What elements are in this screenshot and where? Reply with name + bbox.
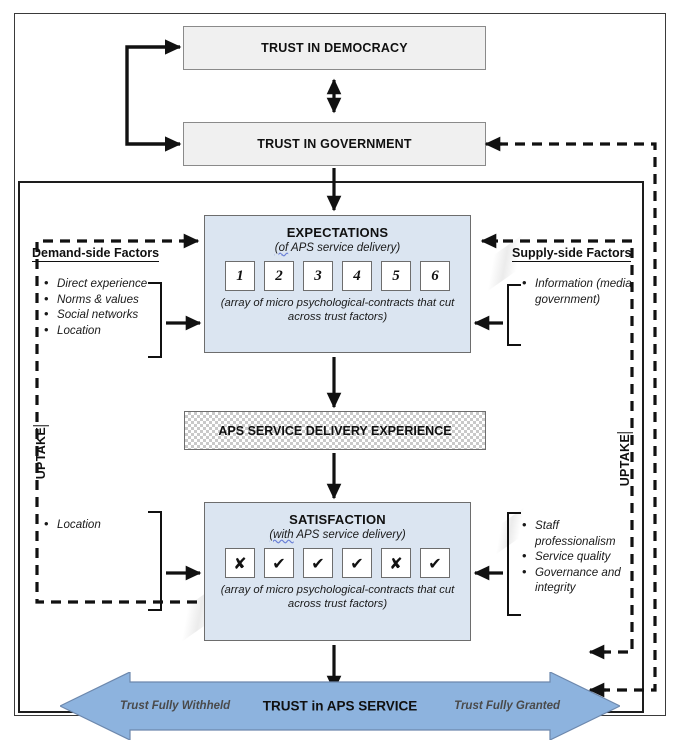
satisfaction-cell-check: ✔ — [264, 548, 294, 578]
demand-side-factors-heading: Demand-side Factors — [32, 246, 160, 262]
satisfaction-cell-row: ✘ ✔ ✔ ✔ ✘ ✔ — [205, 548, 470, 578]
trust-granted-label: Trust Fully Granted — [454, 700, 560, 712]
satisfaction-cell-cross: ✘ — [381, 548, 411, 578]
satisfaction-panel: SATISFACTION (with APS service delivery)… — [204, 502, 471, 641]
trust-in-government-label: TRUST IN GOVERNMENT — [257, 137, 412, 151]
list-item: Information (media, government) — [520, 275, 640, 307]
trust-in-aps-service-label: TRUST in APS SERVICE — [262, 698, 418, 714]
supply-side-factors-heading: Supply-side Factors — [512, 246, 632, 262]
trust-withheld-label: Trust Fully Withheld — [120, 700, 231, 712]
satisfaction-note-rest: of micro psychological-contracts that cu… — [250, 584, 455, 610]
satisfaction-note: (array of micro psychological-contracts … — [205, 583, 470, 611]
satisfaction-title: SATISFACTION — [289, 512, 386, 527]
demand-side-bracket — [148, 282, 162, 358]
expectations-note-lead: (array — [220, 297, 251, 309]
expectations-title: EXPECTATIONS — [286, 225, 389, 240]
satisfaction-subtitle-lead: (with — [269, 529, 294, 541]
satisfaction-note-lead: (array — [220, 584, 251, 596]
satisfaction-cell-check: ✔ — [342, 548, 372, 578]
list-item: Staff professionalism — [520, 517, 642, 549]
trust-in-aps-service-banner: Trust Fully Withheld TRUST in APS SERVIC… — [58, 671, 622, 741]
aps-service-delivery-experience-label: APS SERVICE DELIVERY EXPERIENCE — [218, 423, 452, 438]
expectations-subtitle-lead: (of — [274, 242, 289, 254]
satisfaction-cell-check: ✔ — [303, 548, 333, 578]
list-item: Location — [42, 516, 162, 533]
aps-service-delivery-experience-box: APS SERVICE DELIVERY EXPERIENCE — [184, 411, 486, 450]
expectations-note-rest: of micro psychological-contracts that cu… — [250, 297, 455, 323]
expectation-cell: 3 — [303, 261, 333, 291]
satisfaction-subtitle-rest: APS service delivery) — [293, 529, 406, 541]
expectations-panel: EXPECTATIONS (of APS service delivery) 1… — [204, 215, 471, 353]
satisfaction-subtitle: (with APS service delivery) — [205, 529, 470, 541]
uptake-label-right: UPTAKE — [617, 432, 633, 487]
expectation-cell: 1 — [225, 261, 255, 291]
list-item: Governance and integrity — [520, 564, 642, 596]
banner-arrow-shape — [58, 671, 622, 741]
supply-side-factors-list: Information (media, government) — [520, 275, 640, 307]
expectation-cell: 4 — [342, 261, 372, 291]
expectations-subtitle-rest: APS service delivery) — [288, 242, 401, 254]
satisfaction-cell-check: ✔ — [420, 548, 450, 578]
supply-side-bracket — [507, 284, 521, 346]
demand-side-lower-list: Location — [42, 516, 162, 533]
trust-in-democracy-label: TRUST IN DEMOCRACY — [261, 41, 408, 55]
supply-side-lower-bracket — [507, 512, 521, 616]
demand-side-lower-bracket — [148, 511, 162, 611]
trust-in-government-box: TRUST IN GOVERNMENT — [183, 122, 486, 166]
expectations-note: (array of micro psychological-contracts … — [205, 296, 470, 324]
uptake-label-left: UPTAKE — [33, 425, 49, 480]
expectation-cell: 5 — [381, 261, 411, 291]
supply-side-lower-list: Staff professionalism Service quality Go… — [520, 517, 642, 596]
expectations-cell-row: 1 2 3 4 5 6 — [205, 261, 470, 291]
satisfaction-cell-cross: ✘ — [225, 548, 255, 578]
expectation-cell: 2 — [264, 261, 294, 291]
expectation-cell: 6 — [420, 261, 450, 291]
expectations-subtitle: (of APS service delivery) — [205, 242, 470, 254]
list-item: Service quality — [520, 548, 642, 565]
trust-in-democracy-box: TRUST IN DEMOCRACY — [183, 26, 486, 70]
